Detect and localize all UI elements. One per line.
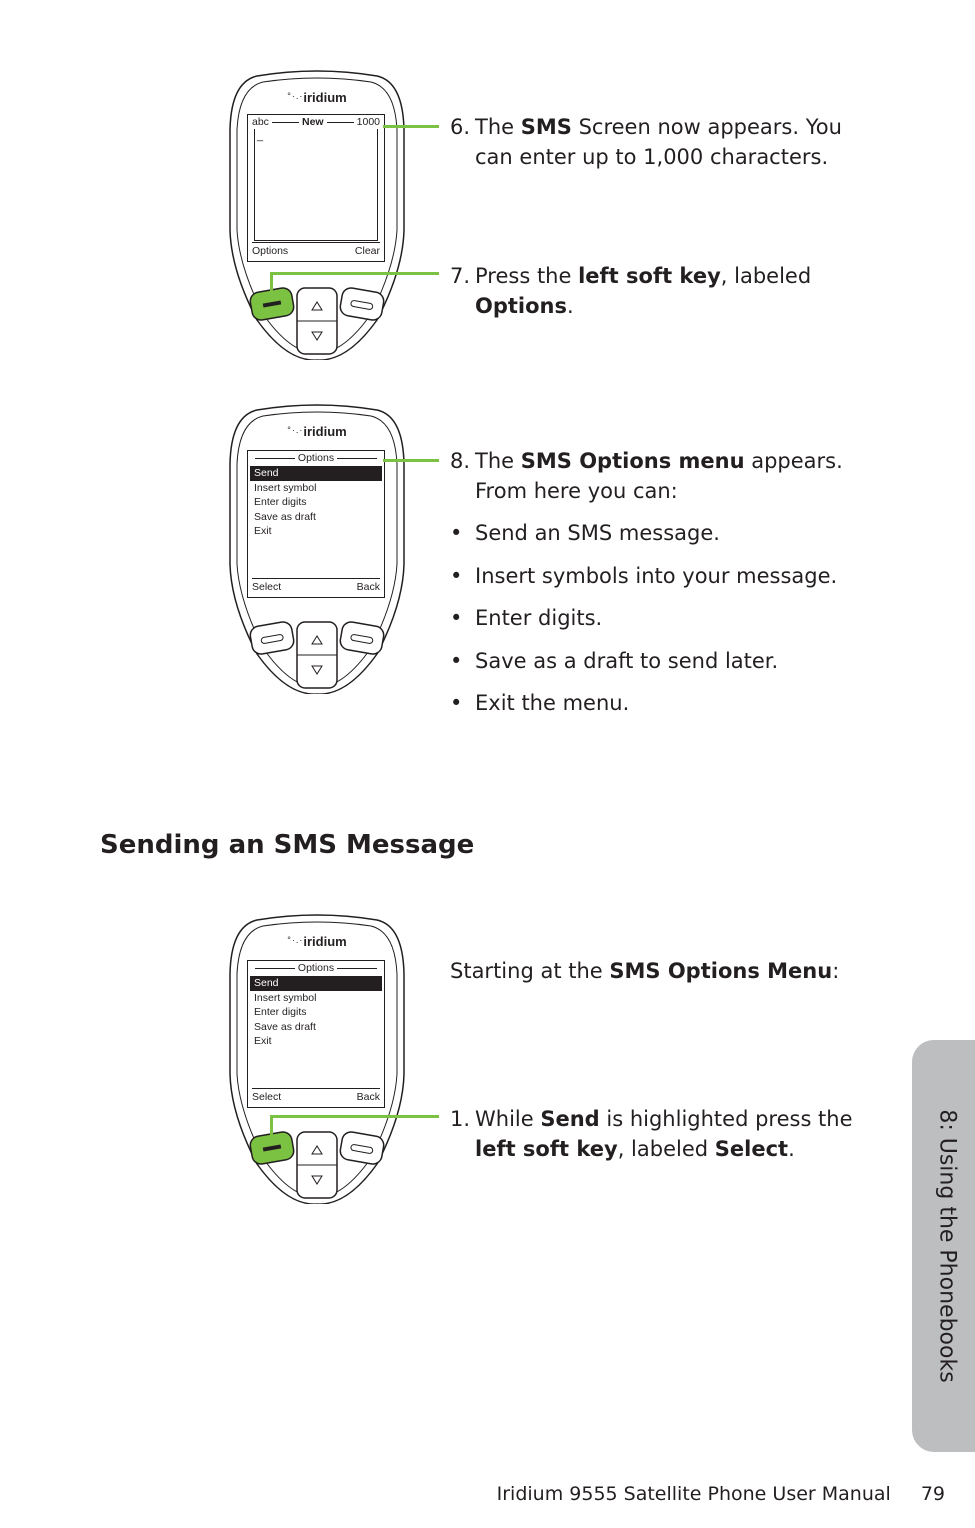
phone-screen: Options Send Insert symbol Enter digits …	[247, 450, 385, 598]
menu-item-save-as-draft[interactable]: Save as draft	[254, 510, 316, 523]
phone-illustration-send: °·.·iridium Options Send Insert symbol E…	[227, 914, 407, 1204]
softkey-bar: Select Back	[252, 1088, 380, 1105]
starting-instruction: Starting at the SMS Options Menu:	[450, 959, 840, 983]
menu-item-send[interactable]: Send	[250, 976, 382, 991]
menu-item-insert-symbol[interactable]: Insert symbol	[254, 481, 317, 494]
callout-line-step1	[270, 1115, 439, 1118]
up-arrow-icon	[311, 1145, 323, 1155]
menu-item-exit[interactable]: Exit	[254, 525, 272, 537]
softkey-bar: Select Back	[252, 578, 380, 595]
screen-title: Options	[297, 452, 335, 465]
softkey-bar: Options Clear	[252, 242, 380, 259]
char-count: 1000	[356, 116, 381, 129]
iridium-logo: °·.·iridium	[287, 424, 347, 439]
left-soft-label: Select	[252, 1090, 282, 1103]
bullet-item: •Insert symbols into your message.	[450, 564, 838, 588]
step-number: 6.	[450, 115, 471, 139]
screen-header: Options	[252, 452, 380, 465]
screen-title: New	[302, 116, 324, 129]
iridium-logo: °·.·iridium	[287, 934, 347, 949]
section-heading: Sending an SMS Message	[100, 830, 475, 860]
bullet-item: •Save as a draft to send later.	[450, 649, 779, 673]
callout-line-step7	[270, 272, 439, 275]
bullet-item: •Send an SMS message.	[450, 521, 720, 545]
step-7: 7. Press the left soft key, labeled Opti…	[450, 261, 870, 321]
menu-item-save-as-draft[interactable]: Save as draft	[254, 1020, 316, 1033]
down-arrow-icon	[311, 1175, 323, 1185]
left-soft-label: Options	[252, 244, 289, 257]
down-arrow-icon	[311, 665, 323, 675]
screen-title: Options	[297, 962, 335, 975]
text-cursor: _	[257, 130, 264, 142]
bullet-item: •Enter digits.	[450, 606, 603, 630]
right-soft-key[interactable]	[339, 287, 385, 322]
screen-header: Options	[252, 962, 380, 975]
page-footer: Iridium 9555 Satellite Phone User Manual…	[497, 1483, 945, 1505]
page-number: 79	[920, 1483, 945, 1505]
phone-screen: Options Send Insert symbol Enter digits …	[247, 960, 385, 1108]
up-arrow-icon	[311, 301, 323, 311]
right-soft-key[interactable]	[339, 1131, 385, 1166]
phone-screen: abc New 1000 _ Options Clear	[247, 114, 385, 262]
phone-illustration-options-menu: °·.·iridium Options Send Insert symbol E…	[227, 404, 407, 694]
left-soft-label: Select	[252, 580, 282, 593]
chapter-tab-label: 8: Using the Phonebooks	[934, 1109, 960, 1383]
step-8: 8. The SMS Options menu appears. From he…	[450, 446, 870, 506]
phone-illustration-new-sms: °·.·iridium abc New 1000 _ Options Clear	[227, 70, 407, 360]
callout-line-step8	[383, 459, 439, 462]
menu-item-exit[interactable]: Exit	[254, 1035, 272, 1047]
right-soft-label: Back	[356, 580, 380, 593]
bullet-item: •Exit the menu.	[450, 691, 630, 715]
step-number: 8.	[450, 449, 471, 473]
input-mode: abc	[252, 116, 269, 129]
menu-item-enter-digits[interactable]: Enter digits	[254, 1006, 307, 1018]
step-number: 1.	[450, 1107, 471, 1131]
menu-item-enter-digits[interactable]: Enter digits	[254, 496, 307, 508]
callout-line-step6	[383, 125, 439, 128]
menu-item-send[interactable]: Send	[250, 466, 382, 481]
chapter-tab: 8: Using the Phonebooks	[912, 1040, 975, 1452]
left-soft-key[interactable]	[249, 621, 295, 656]
callout-line-step7-vertical	[270, 272, 273, 294]
options-menu: Send Insert symbol Enter digits Save as …	[250, 466, 382, 539]
footer-title: Iridium 9555 Satellite Phone User Manual	[496, 1483, 891, 1505]
step-6: 6. The SMS Screen now appears. You can e…	[450, 112, 870, 172]
right-soft-key[interactable]	[339, 621, 385, 656]
step-1: 1. While Send is highlighted press the l…	[450, 1104, 870, 1164]
right-soft-label: Clear	[354, 244, 380, 257]
up-arrow-icon	[311, 635, 323, 645]
right-soft-label: Back	[356, 1090, 380, 1103]
down-arrow-icon	[311, 331, 323, 341]
screen-header: abc New 1000	[252, 116, 380, 129]
menu-item-insert-symbol[interactable]: Insert symbol	[254, 991, 317, 1004]
options-menu: Send Insert symbol Enter digits Save as …	[250, 976, 382, 1049]
iridium-logo: °·.·iridium	[287, 90, 347, 105]
step-number: 7.	[450, 264, 471, 288]
callout-line-step1-vertical	[270, 1115, 273, 1137]
